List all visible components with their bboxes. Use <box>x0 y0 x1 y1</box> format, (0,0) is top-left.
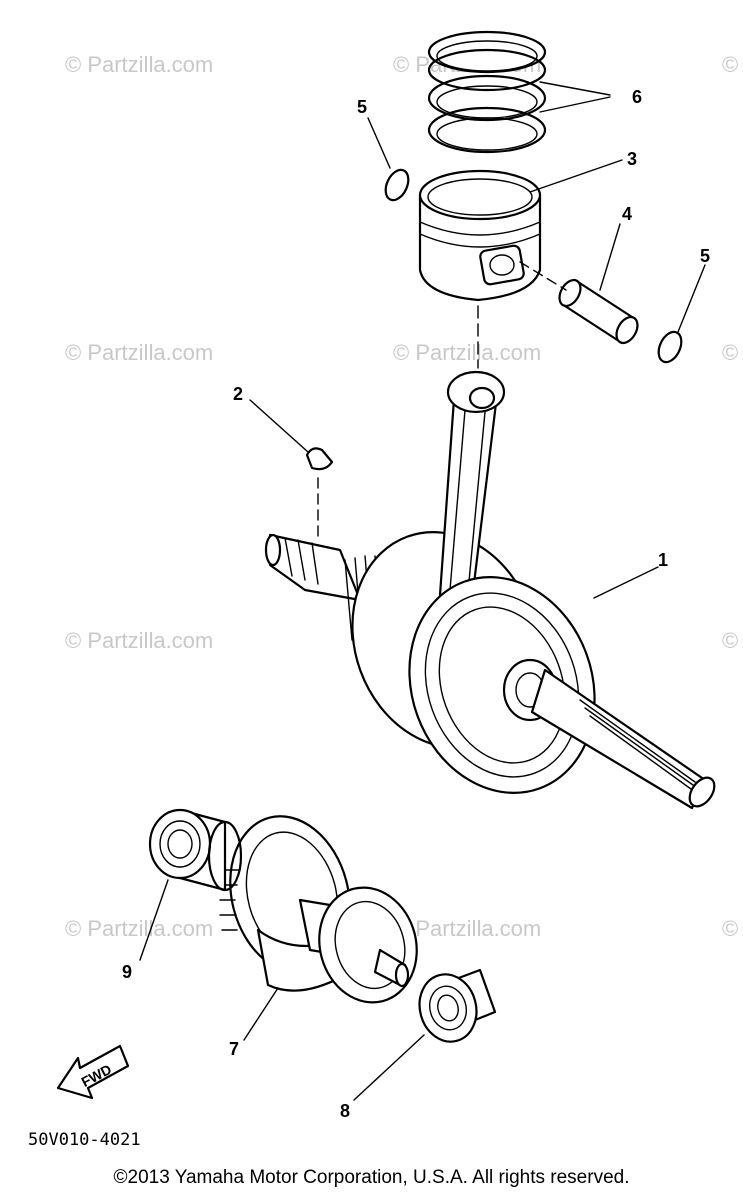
fwd-arrow-icon: FWD <box>56 1044 130 1100</box>
watermark: © Partzilla.com <box>65 52 213 77</box>
callout-piston-pin: 4 <box>622 204 632 224</box>
leader-lines <box>139 81 706 1101</box>
callout-numbers: 1 2 3 4 5 5 6 7 8 9 <box>122 87 710 1121</box>
bearing-right <box>418 968 497 1043</box>
watermark: © Partzilla.com <box>393 340 541 365</box>
balancer-shaft <box>219 815 418 1004</box>
watermark: © Partzilla.com <box>65 628 213 653</box>
piston <box>418 169 542 302</box>
callout-piston: 3 <box>627 149 637 169</box>
watermark-edge: © <box>722 916 738 941</box>
callout-balancer: 7 <box>229 1039 239 1059</box>
crankshaft-assembly <box>264 370 716 810</box>
watermark: © Partzilla.com <box>65 916 213 941</box>
watermark-edge: © <box>722 52 738 77</box>
callout-key: 2 <box>233 384 243 404</box>
piston-ring-set <box>427 30 547 154</box>
watermark-edge: © <box>722 340 738 365</box>
callout-bearing: 8 <box>340 1101 350 1121</box>
piston-pin <box>519 261 639 345</box>
watermark-edge: © <box>722 628 738 653</box>
woodruff-key <box>305 447 334 541</box>
callout-clip: 5 <box>357 97 367 117</box>
diagram-code: 50V010-4021 <box>28 1130 141 1150</box>
copyright-notice: ©2013 Yamaha Motor Corporation, U.S.A. A… <box>113 1167 630 1188</box>
callout-clip: 5 <box>700 246 710 266</box>
callout-ring-set: 6 <box>632 87 642 107</box>
piston-pin-clips <box>384 168 683 364</box>
watermark: © Partzilla.com <box>393 916 541 941</box>
bearing-left <box>148 808 243 892</box>
watermarks: © Partzilla.com © Partzilla.com © Partzi… <box>65 52 738 941</box>
callout-crankshaft: 1 <box>658 550 668 570</box>
callout-bearing: 9 <box>122 962 132 982</box>
watermark: © Partzilla.com <box>65 340 213 365</box>
